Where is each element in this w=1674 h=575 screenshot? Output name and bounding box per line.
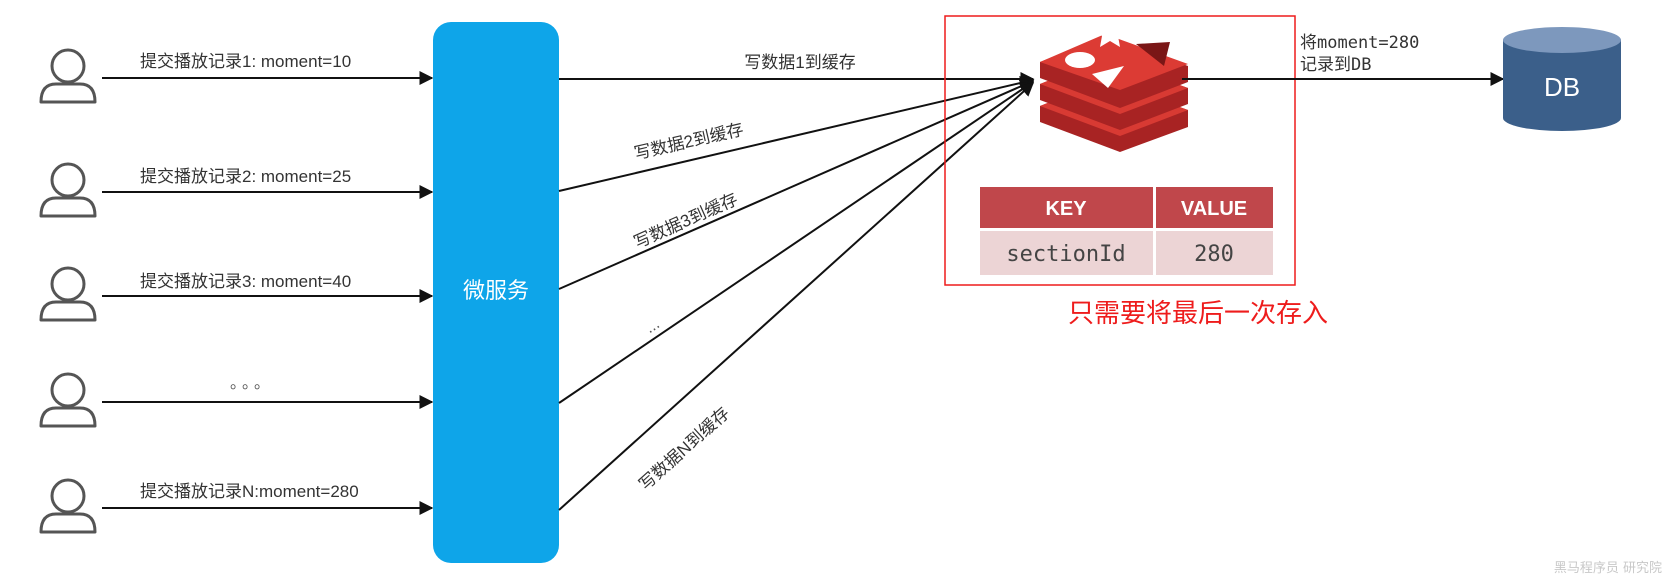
cache-write-arrow [558,76,1035,192]
user-icon [39,372,97,428]
db-cylinder-icon [1503,27,1621,131]
cache-write-label: 写数据3到缓存 [631,190,741,253]
user-label: 提交播放记录1: moment=10 [140,52,351,71]
user-label-ellipsis: 。。。 [230,375,274,392]
cache-table-cell-value [1156,231,1273,275]
microservice-label: 微服务 [463,278,529,303]
cache-write-label: 写数据2到缓存 [632,120,745,164]
db-label: DB [1544,72,1580,102]
watermark: 黑马程序员 研究院 [1554,561,1662,575]
microservice-box [433,22,559,563]
cache-table: KEY VALUE sectionId 280 [980,187,1273,275]
cache-table-header-value-text: VALUE [1181,198,1247,220]
user-icon [39,162,97,218]
user-label: 提交播放记录N:moment=280 [140,482,359,501]
cache-table-key-text: sectionId [1006,242,1125,267]
cache-write-label: 写数据N到缓存 [635,404,733,495]
db-write-label-line1: 将moment=280 [1300,33,1419,53]
cache-table-header-key-text: KEY [1045,198,1087,220]
user-icon [39,478,97,534]
cache-write-arrow [558,81,1035,404]
user-label: 提交播放记录2: moment=25 [140,167,351,186]
cache-write-arrow [558,82,1035,511]
cache-highlight-box [944,15,1296,286]
cache-write-label: 写数据1到缓存 [744,53,855,72]
cache-table-value-text: 280 [1194,242,1234,267]
db-write-label-line2: 记录到DB [1300,55,1371,75]
user-label: 提交播放记录3: moment=40 [140,272,351,291]
cache-table-header-key [980,187,1153,228]
cache-table-cell-key [980,231,1153,275]
highlight-note: 只需要将最后一次存入 [1068,299,1328,329]
user-icon [39,266,97,322]
cache-write-arrow [558,79,1035,290]
cache-table-header-value [1156,187,1273,228]
redis-logo-icon [1040,18,1188,152]
user-icon [39,48,97,104]
